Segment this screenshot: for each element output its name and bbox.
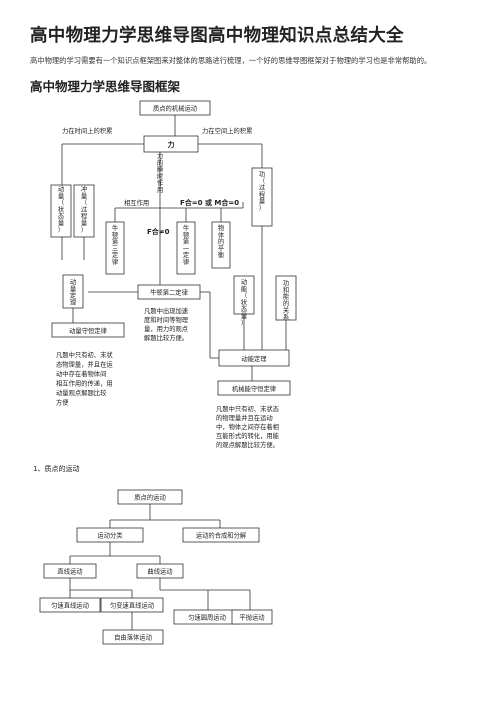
momentum-theorem-box	[62, 274, 84, 309]
force-label: 力	[168, 140, 175, 149]
motion-mind-map: 质点的运动 运动分类 运动的合成和分解 直线运动 曲线运动 匀速直线运动 匀变速…	[39, 489, 273, 645]
newton-third-law-box	[105, 221, 125, 275]
mass-point-motion-box	[139, 100, 211, 116]
motion-root-label: 质点的运动	[134, 493, 165, 502]
uniform-linear-motion-label: 匀速直线运动	[51, 601, 89, 610]
intro-paragraph: 高中物理的学习需要有一个知识点框架图来对整体的思路进行梳理，一个好的思维导图框架…	[30, 56, 432, 65]
motion-composition-box	[182, 527, 260, 543]
explanatory-notes: 凡题中出现加速度和时间等物理量，用力的观点解题比较方便。凡题中只有初、末状态物理…	[56, 306, 280, 449]
impulse-box	[73, 184, 95, 238]
work-box-label: 功（过程量）	[259, 170, 266, 212]
motion-classification-label: 运动分类	[97, 531, 123, 540]
instant-force-label: 力的瞬时作用	[157, 151, 164, 194]
curvilinear-motion-box	[136, 563, 184, 579]
force-box	[143, 135, 199, 153]
momentum-conservation-box	[51, 322, 125, 338]
work-box	[251, 167, 273, 227]
mechanical-energy-conservation-box	[217, 380, 291, 396]
projectile-motion-label: 平抛运动	[239, 613, 264, 622]
energy-note: 凡题中只有初、末状态的物理量并且在运动中，物体之间存在着相互能形式的转化，用能的…	[216, 404, 280, 449]
free-fall-motion-box	[102, 629, 164, 645]
momentum-box-label: 动量（状态量）	[58, 185, 65, 234]
uniform-accel-motion-box	[100, 597, 164, 613]
uniform-linear-motion-box	[39, 597, 101, 613]
uniform-accel-motion-label: 匀变速直线运动	[110, 601, 154, 610]
map1-connectors	[61, 115, 287, 381]
motion-composition-label: 运动的合成和分解	[196, 531, 247, 540]
momentum-conservation-label: 动量守恒定律	[69, 326, 107, 335]
equilibrium-box	[211, 221, 231, 269]
uniform-circular-motion-label: 匀速圆周运动	[188, 613, 226, 622]
newton-first-law-label: 牛顿第一定律	[183, 223, 190, 266]
equilibrium-label: 物体的平衡	[218, 223, 225, 259]
kinetic-energy-box	[233, 275, 255, 315]
work-energy-relation-box	[275, 275, 297, 321]
projectile-motion-box	[231, 609, 273, 625]
page-title: 高中物理力学思维导图高中物理知识点总结大全	[30, 26, 404, 46]
kinetic-energy-theorem-box	[218, 349, 290, 367]
interaction-label: 相互作用	[124, 198, 149, 207]
newton-third-law-label: 牛顿第三定律	[112, 223, 119, 266]
free-fall-motion-label: 自由落体运动	[114, 633, 152, 642]
nonequilibrium-condition: F合≠0	[147, 227, 170, 236]
newton-note: 凡题中出现加速度和时间等物理量，用力的观点解题比较方便。	[144, 306, 189, 342]
mass-point-motion-root-box	[117, 489, 183, 505]
momentum-box	[50, 184, 72, 238]
newton-second-law-box	[137, 284, 201, 300]
motion-classification-box	[76, 527, 144, 543]
kinetic-energy-label: 动能（状态量）	[241, 278, 248, 327]
section-heading: 高中物理力学思维导图框架	[30, 79, 181, 94]
newton-first-law-box	[176, 221, 196, 275]
curvilinear-motion-label: 曲线运动	[147, 567, 172, 576]
impulse-box-label: 冲量（过程量）	[81, 184, 88, 234]
kinetic-energy-theorem-label: 动能定理	[241, 354, 267, 363]
mechanical-energy-conservation-label: 机械能守恒定律	[232, 384, 277, 393]
equilibrium-condition: F合=0 或 M合=0	[180, 198, 239, 207]
momentum-note: 凡题中只有初、末状态物理量，并且在运动中存在着物体间相互作用的传递，用动量观点解…	[56, 350, 113, 407]
linear-motion-label: 直线运动	[57, 567, 82, 576]
newton-second-law-label: 牛顿第二定律	[150, 288, 188, 297]
work-energy-relation-label: 功和能的关系	[283, 279, 290, 321]
section-1-label: 1、质点的运动	[33, 464, 79, 473]
mass-point-motion-label: 质点的机械运动	[153, 104, 197, 113]
time-accumulation-label: 力在时间上的积累	[62, 126, 112, 135]
space-accumulation-label: 力在空间上的积累	[202, 126, 252, 135]
momentum-theorem-label: 动量定理	[70, 278, 77, 306]
linear-motion-box	[43, 563, 97, 579]
